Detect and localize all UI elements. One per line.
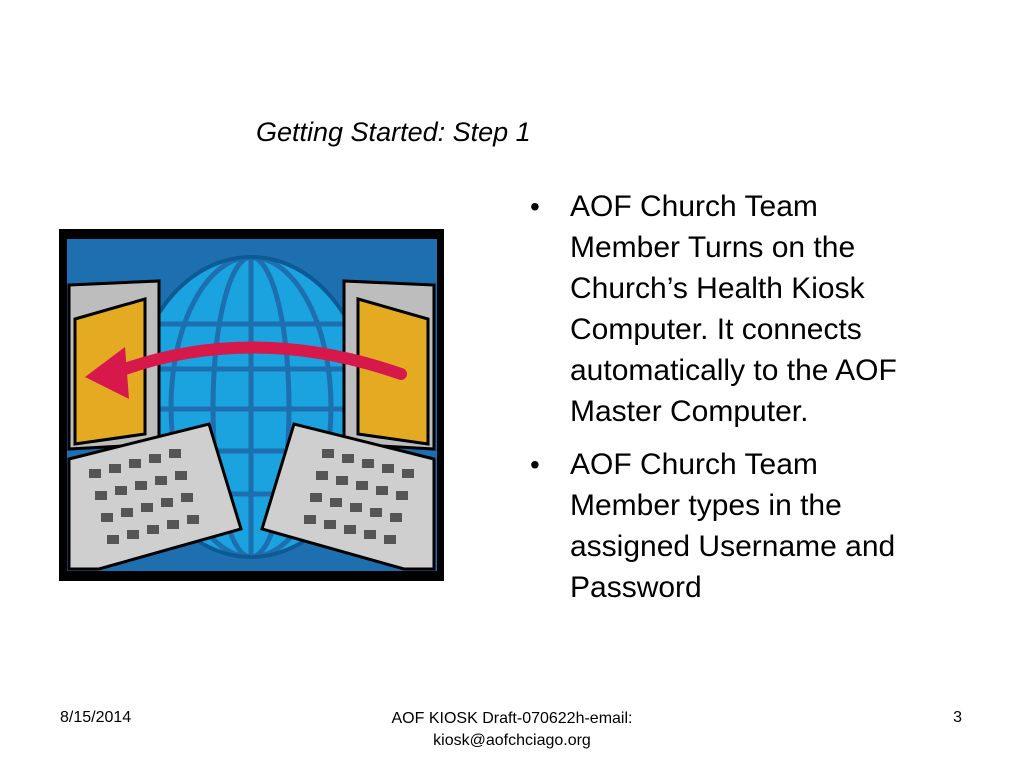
bullet-text: AOF Church Team Member types in the assi… bbox=[570, 448, 896, 604]
left-computer-icon bbox=[67, 279, 243, 571]
bullet-list: • AOF Church Team Member Turns on the Ch… bbox=[530, 186, 970, 620]
footer-center-text: AOF KIOSK Draft-070622h-email: kiosk@aof… bbox=[312, 708, 712, 752]
bullet-marker: • bbox=[530, 449, 540, 480]
bullet-item: • AOF Church Team Member types in the as… bbox=[530, 444, 970, 608]
red-arrow-icon bbox=[85, 341, 407, 399]
right-computer-icon bbox=[260, 279, 436, 571]
bullet-text: AOF Church Team Member Turns on the Chur… bbox=[570, 190, 897, 428]
footer-date: 8/15/2014 bbox=[60, 709, 132, 726]
computers-globe-connection-icon bbox=[59, 229, 444, 581]
footer-center-line-2: kiosk@aofchciago.org bbox=[433, 732, 591, 749]
footer-page-number: 3 bbox=[953, 709, 962, 726]
bullet-item: • AOF Church Team Member Turns on the Ch… bbox=[530, 186, 970, 432]
bullet-marker: • bbox=[530, 191, 540, 222]
slide-title: Getting Started: Step 1 bbox=[256, 117, 531, 147]
footer-center-line-1: AOF KIOSK Draft-070622h-email: bbox=[391, 710, 633, 727]
